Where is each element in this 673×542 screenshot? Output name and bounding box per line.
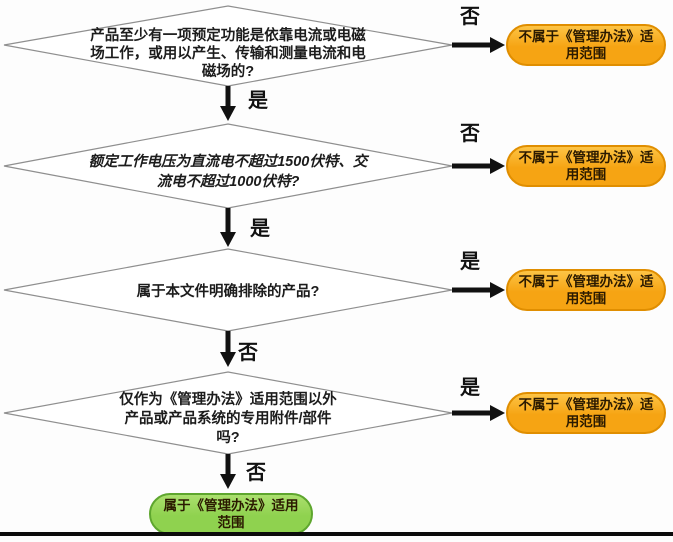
arrow-right-3-head bbox=[490, 282, 505, 298]
end-node-out-of-scope-3: 不属于《管理办法》适 用范围 bbox=[506, 269, 666, 311]
arrow-down-2-head bbox=[220, 232, 236, 247]
edge-label-no-4: 否 bbox=[246, 462, 266, 484]
decision-2-text: 额定工作电压为直流电不超过1500伏特、交 流电不超过1000伏特? bbox=[88, 154, 368, 190]
arrow-down-1-head bbox=[220, 106, 236, 121]
edge-label-yes-2: 是 bbox=[250, 218, 270, 240]
end-node-out-of-scope-1: 不属于《管理办法》适 用范围 bbox=[506, 24, 666, 66]
arrow-right-4-head bbox=[490, 405, 505, 421]
edge-label-yes-side-4: 是 bbox=[460, 377, 480, 399]
arrow-right-2-head bbox=[490, 158, 505, 174]
decision-3-text: 属于本文件明确排除的产品? bbox=[136, 284, 320, 300]
edge-label-no-side-1: 否 bbox=[460, 6, 480, 28]
edge-label-no-3: 否 bbox=[238, 342, 258, 364]
edge-label-yes-side-3: 是 bbox=[460, 251, 480, 273]
end-node-out-of-scope-2: 不属于《管理办法》适 用范围 bbox=[506, 145, 666, 187]
end-node-in-scope: 属于《管理办法》适用 范围 bbox=[149, 493, 313, 535]
edge-label-yes-1: 是 bbox=[248, 90, 268, 112]
bottom-divider bbox=[0, 532, 673, 536]
decision-1-text: 产品至少有一项预定功能是依靠电流或电磁 场工作，或用以产生、传输和测量电流和电 … bbox=[90, 28, 366, 80]
edge-label-no-side-2: 否 bbox=[460, 123, 480, 145]
arrow-down-4-head bbox=[220, 474, 236, 489]
arrow-down-3-head bbox=[220, 352, 236, 367]
end-node-out-of-scope-4: 不属于《管理办法》适 用范围 bbox=[506, 392, 666, 434]
arrow-right-1-head bbox=[490, 37, 505, 53]
decision-4-text: 仅作为《管理办法》适用范围以外 产品或产品系统的专用附件/部件 吗? bbox=[119, 392, 337, 446]
